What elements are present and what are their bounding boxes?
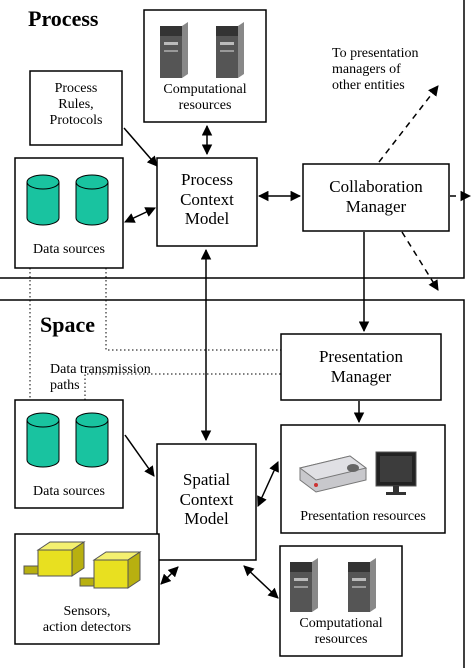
spatial-context-model-label: Spatial Context Model [179, 470, 234, 529]
arrow-rules-pcm [123, 127, 158, 167]
to-presentation-managers-note: To presentation managers of other entiti… [332, 46, 419, 94]
space-zone [0, 299, 465, 668]
process-rules-label: Process Rules, Protocols [49, 81, 103, 129]
server-icon [160, 22, 188, 78]
sensor-icon [79, 551, 142, 589]
projector-icon [298, 455, 368, 493]
data-sources-top-label: Data sources [33, 242, 105, 257]
database-icon [26, 412, 60, 468]
server-icon [216, 22, 244, 78]
sensor-icon [23, 541, 86, 577]
arrow-scm-compute [243, 565, 279, 599]
database-icon [26, 174, 60, 226]
spatial-context-model-box [156, 443, 257, 561]
collaboration-manager-label: Collaboration Manager [329, 177, 423, 216]
process-context-model-box [156, 157, 258, 247]
dotted-path-3 [84, 373, 281, 400]
computational-resources-bottom-label: Computational resources [299, 616, 383, 648]
arrow-scm-sensors [160, 566, 179, 585]
database-icon [75, 412, 109, 468]
monitor-icon [375, 451, 417, 495]
arrow-datasrc-scm [124, 434, 155, 477]
presentation-manager-box [280, 333, 442, 401]
process-zone [0, 0, 465, 279]
dashed-down-right [401, 231, 439, 291]
data-transmission-paths-note: Data transmission paths [50, 362, 151, 394]
data-sources-bottom-label: Data sources [33, 484, 105, 499]
sensors-label: Sensors, action detectors [42, 604, 132, 636]
process-zone-title: Process [28, 6, 99, 31]
process-rules-box [29, 70, 123, 146]
computational-resources-top-label: Computational resources [163, 82, 247, 114]
presentation-manager-label: Presentation Manager [318, 347, 404, 386]
database-icon [75, 174, 109, 226]
server-icon [290, 558, 318, 612]
arrow-scm-presres [257, 461, 279, 507]
arrow-datasrc-pcm [124, 207, 156, 223]
dotted-path-1 [105, 268, 281, 351]
collaboration-manager-box [302, 163, 450, 232]
process-context-model-label: Process Context Model [180, 170, 234, 229]
dashed-to-other-managers [378, 85, 439, 163]
server-icon [348, 558, 376, 612]
presentation-resources-label: Presentation resources [300, 509, 426, 524]
space-zone-title: Space [40, 312, 95, 337]
